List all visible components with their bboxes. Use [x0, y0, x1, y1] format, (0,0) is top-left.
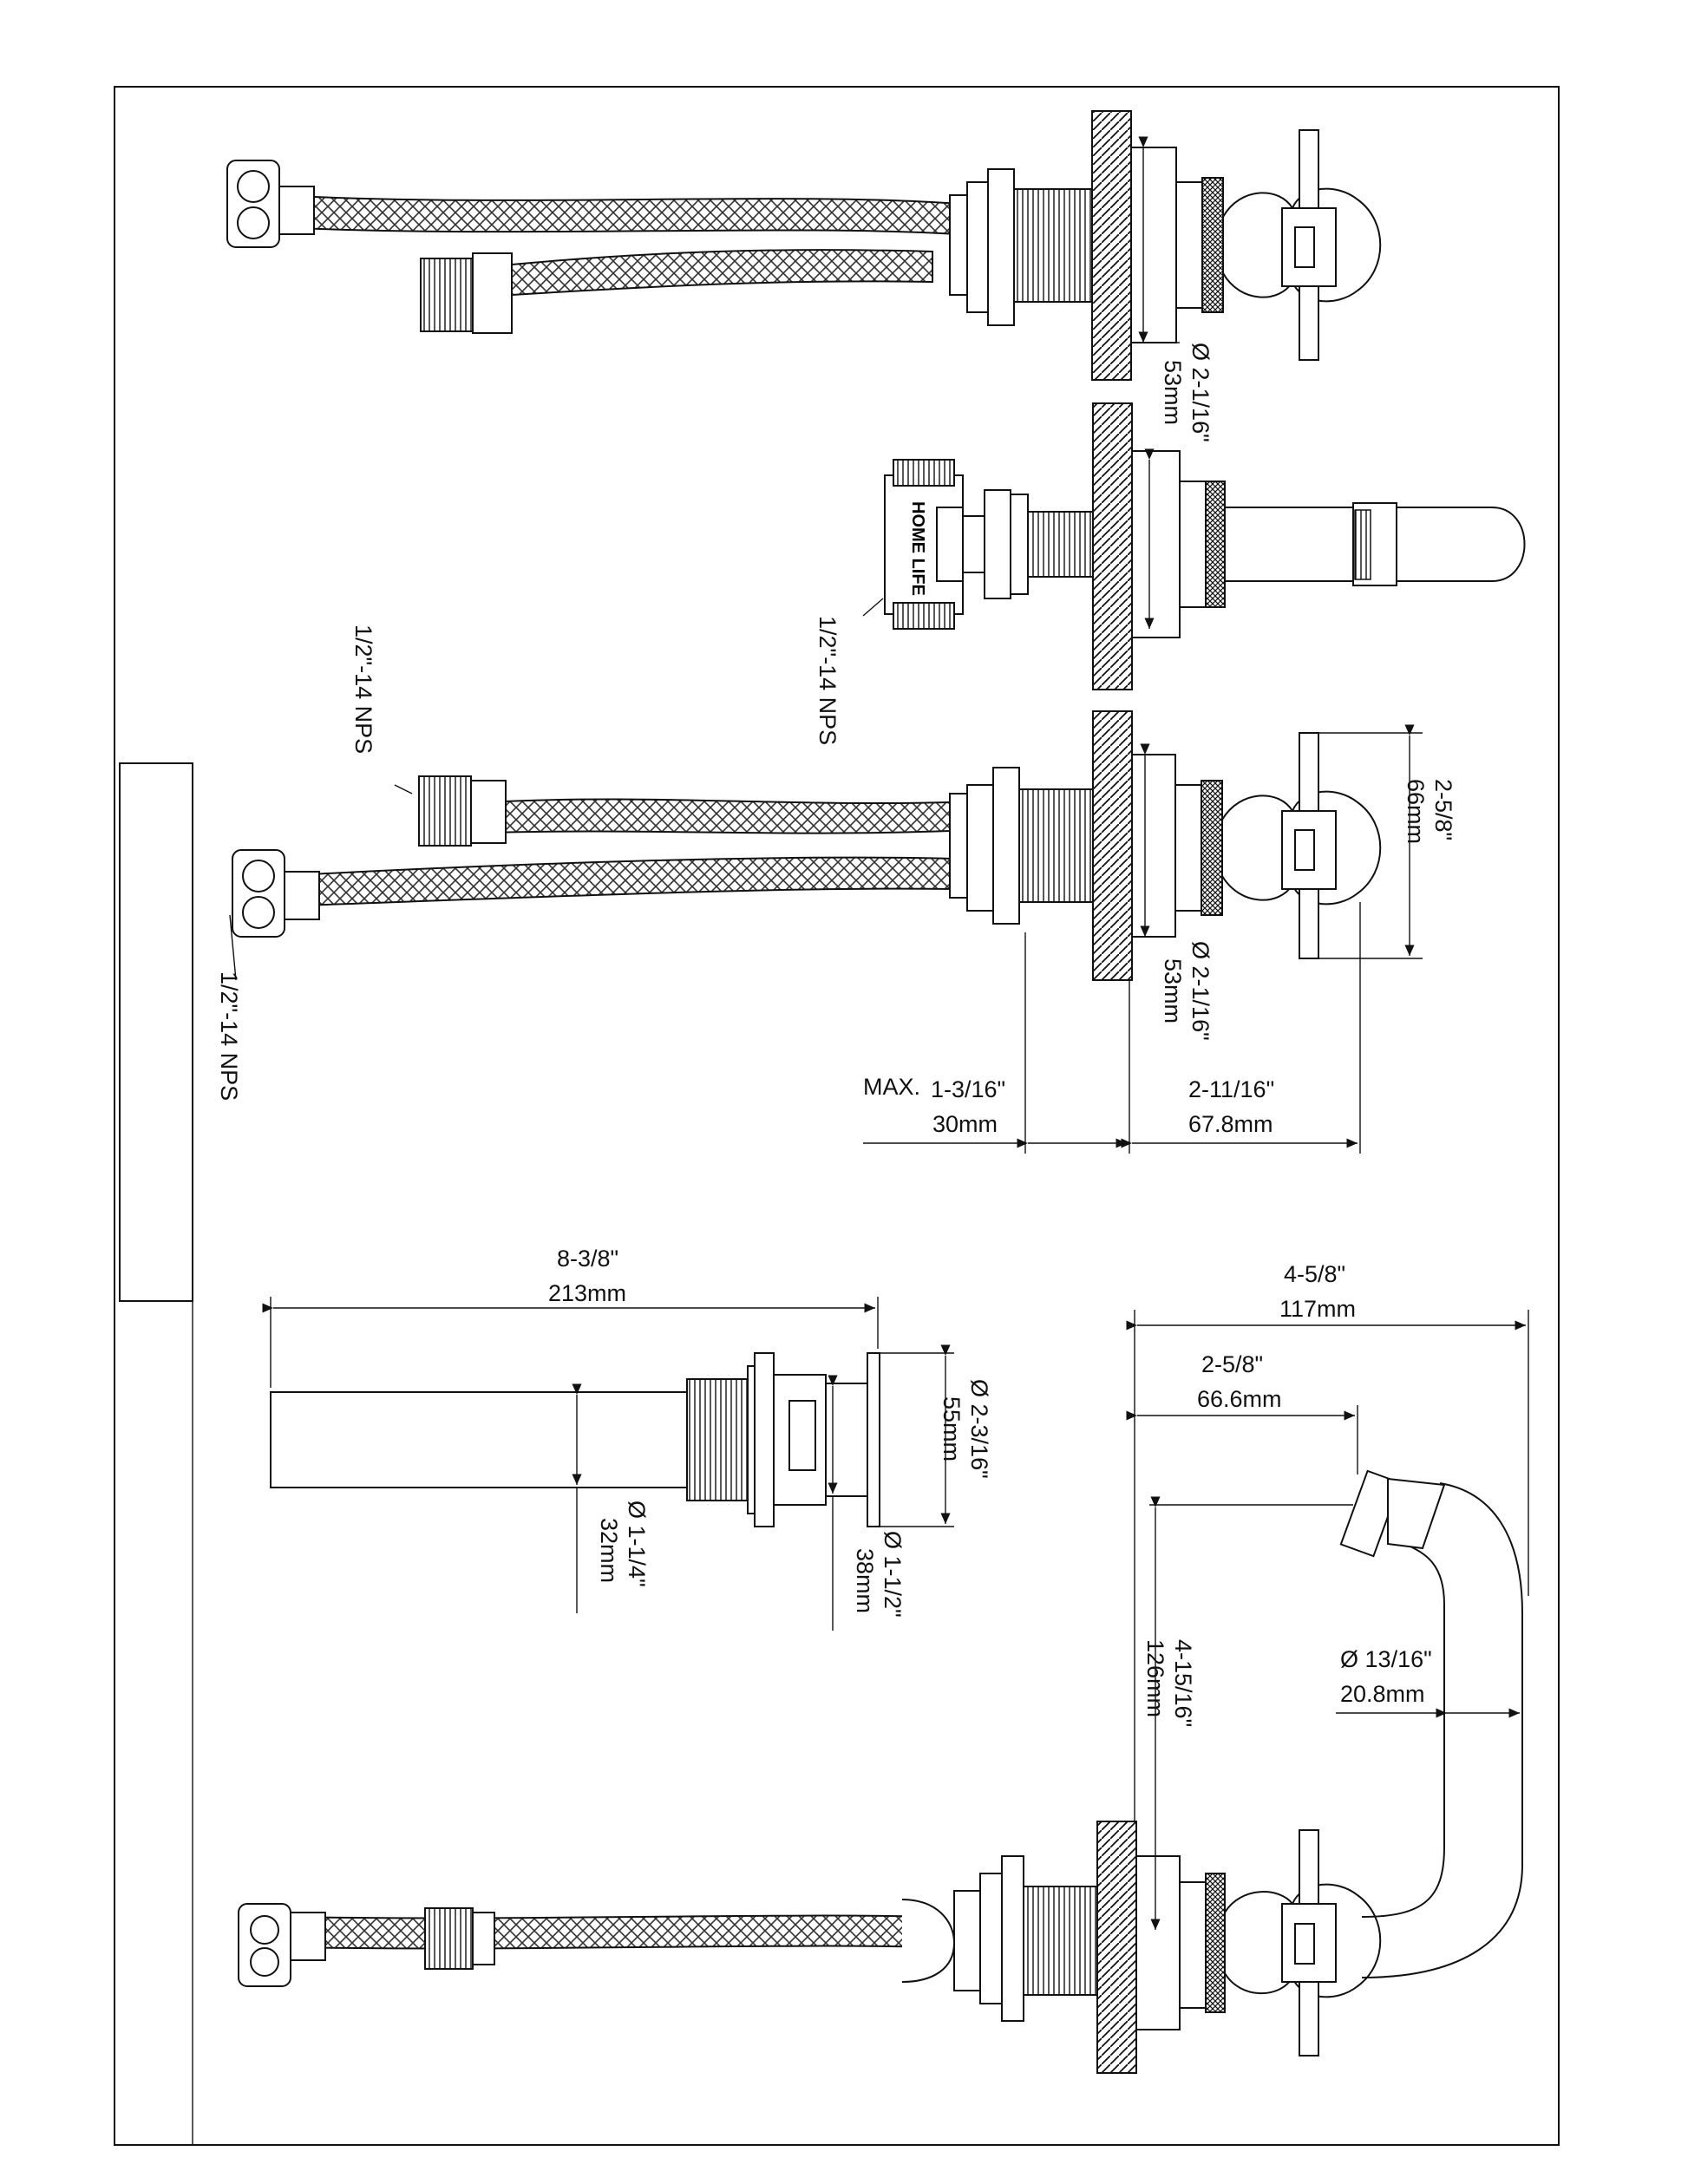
spout-inner-in: 2-5/8" — [1201, 1351, 1263, 1377]
body-mm: 38mm — [852, 1548, 878, 1613]
max-label: MAX. — [863, 1074, 920, 1100]
spout-dia-in: 13/16" — [1365, 1646, 1432, 1672]
tail-in: 1-1/4" — [624, 1526, 650, 1587]
svg-text:Ø 13/16": Ø 13/16" — [1340, 1646, 1432, 1672]
svg-text:Ø 1-1/2": Ø 1-1/2" — [880, 1531, 906, 1618]
middle-handle-valve: 2-5/8" 66mm Ø 2-1/16" 53mm MAX. 1-3/16" … — [216, 624, 1456, 1154]
flange-mm: 55mm — [939, 1396, 965, 1461]
diameter-symbol-tail: Ø — [624, 1501, 650, 1519]
max-in: 1-3/16" — [931, 1076, 1005, 1102]
handle-span-mm: 66mm — [1403, 779, 1429, 844]
spout-reach-mm: 117mm — [1279, 1296, 1356, 1322]
top-diameter-in: 2-1/16" — [1187, 368, 1214, 442]
body-in: 1-1/2" — [880, 1556, 906, 1618]
flange-in: 2-3/16" — [966, 1404, 992, 1479]
svg-text:Ø 2-3/16": Ø 2-3/16" — [966, 1379, 992, 1479]
diameter-symbol: Ø — [1187, 343, 1214, 361]
mid-diameter-mm: 53mm — [1160, 958, 1186, 1023]
spout-inner-mm: 66.6mm — [1197, 1386, 1282, 1412]
depth-mm: 67.8mm — [1188, 1111, 1273, 1137]
top-diameter-mm: 53mm — [1160, 360, 1186, 425]
depth-in: 2-11/16" — [1188, 1076, 1274, 1102]
drain-assembly: 8-3/8" 213mm Ø 2-3/16" 55mm Ø 1-1/4" 32m… — [262, 1246, 992, 1631]
nps-label-mid: 1/2"-14 NPS — [350, 624, 376, 754]
svg-text:Ø 2-1/16": Ø 2-1/16" — [1187, 941, 1214, 1041]
bottom-spout-assembly: 4-5/8" 117mm 2-5/8" 66.6mm 4-15/16" 126m… — [238, 1261, 1529, 2074]
drawing-border — [114, 86, 1560, 2146]
max-mm: 30mm — [932, 1111, 998, 1137]
diameter-symbol-body: Ø — [880, 1531, 906, 1549]
top-handle-valve: Ø 2-1/16" 53mm — [226, 110, 1382, 442]
spout-top-assembly: HOME LIFE 1/2"-14 NPS — [815, 402, 1526, 745]
handle-span-in: 2-5/8" — [1430, 779, 1456, 840]
drain-length-in: 8-3/8" — [557, 1246, 618, 1272]
diameter-symbol-flange: Ø — [966, 1379, 992, 1397]
brand-stamp: HOME LIFE — [908, 501, 927, 596]
spout-dia-mm: 20.8mm — [1340, 1681, 1425, 1707]
diameter-symbol-mid: Ø — [1187, 941, 1214, 959]
spout-height-in: 4-15/16" — [1170, 1639, 1196, 1727]
spout-height-mm: 126mm — [1142, 1639, 1168, 1717]
union-elbow — [226, 160, 315, 248]
nps-label-top: 1/2"-14 NPS — [815, 616, 841, 745]
svg-text:Ø 1-1/4": Ø 1-1/4" — [624, 1501, 650, 1587]
mid-diameter-in: 2-1/16" — [1187, 966, 1214, 1041]
diameter-symbol-spout: Ø — [1340, 1646, 1358, 1672]
nps-label-left: 1/2"-14 NPS — [216, 971, 242, 1101]
svg-text:Ø 2-1/16": Ø 2-1/16" — [1187, 343, 1214, 442]
drain-length-mm: 213mm — [548, 1280, 626, 1306]
spout-reach-in: 4-5/8" — [1284, 1261, 1345, 1287]
tail-mm: 32mm — [596, 1518, 622, 1583]
